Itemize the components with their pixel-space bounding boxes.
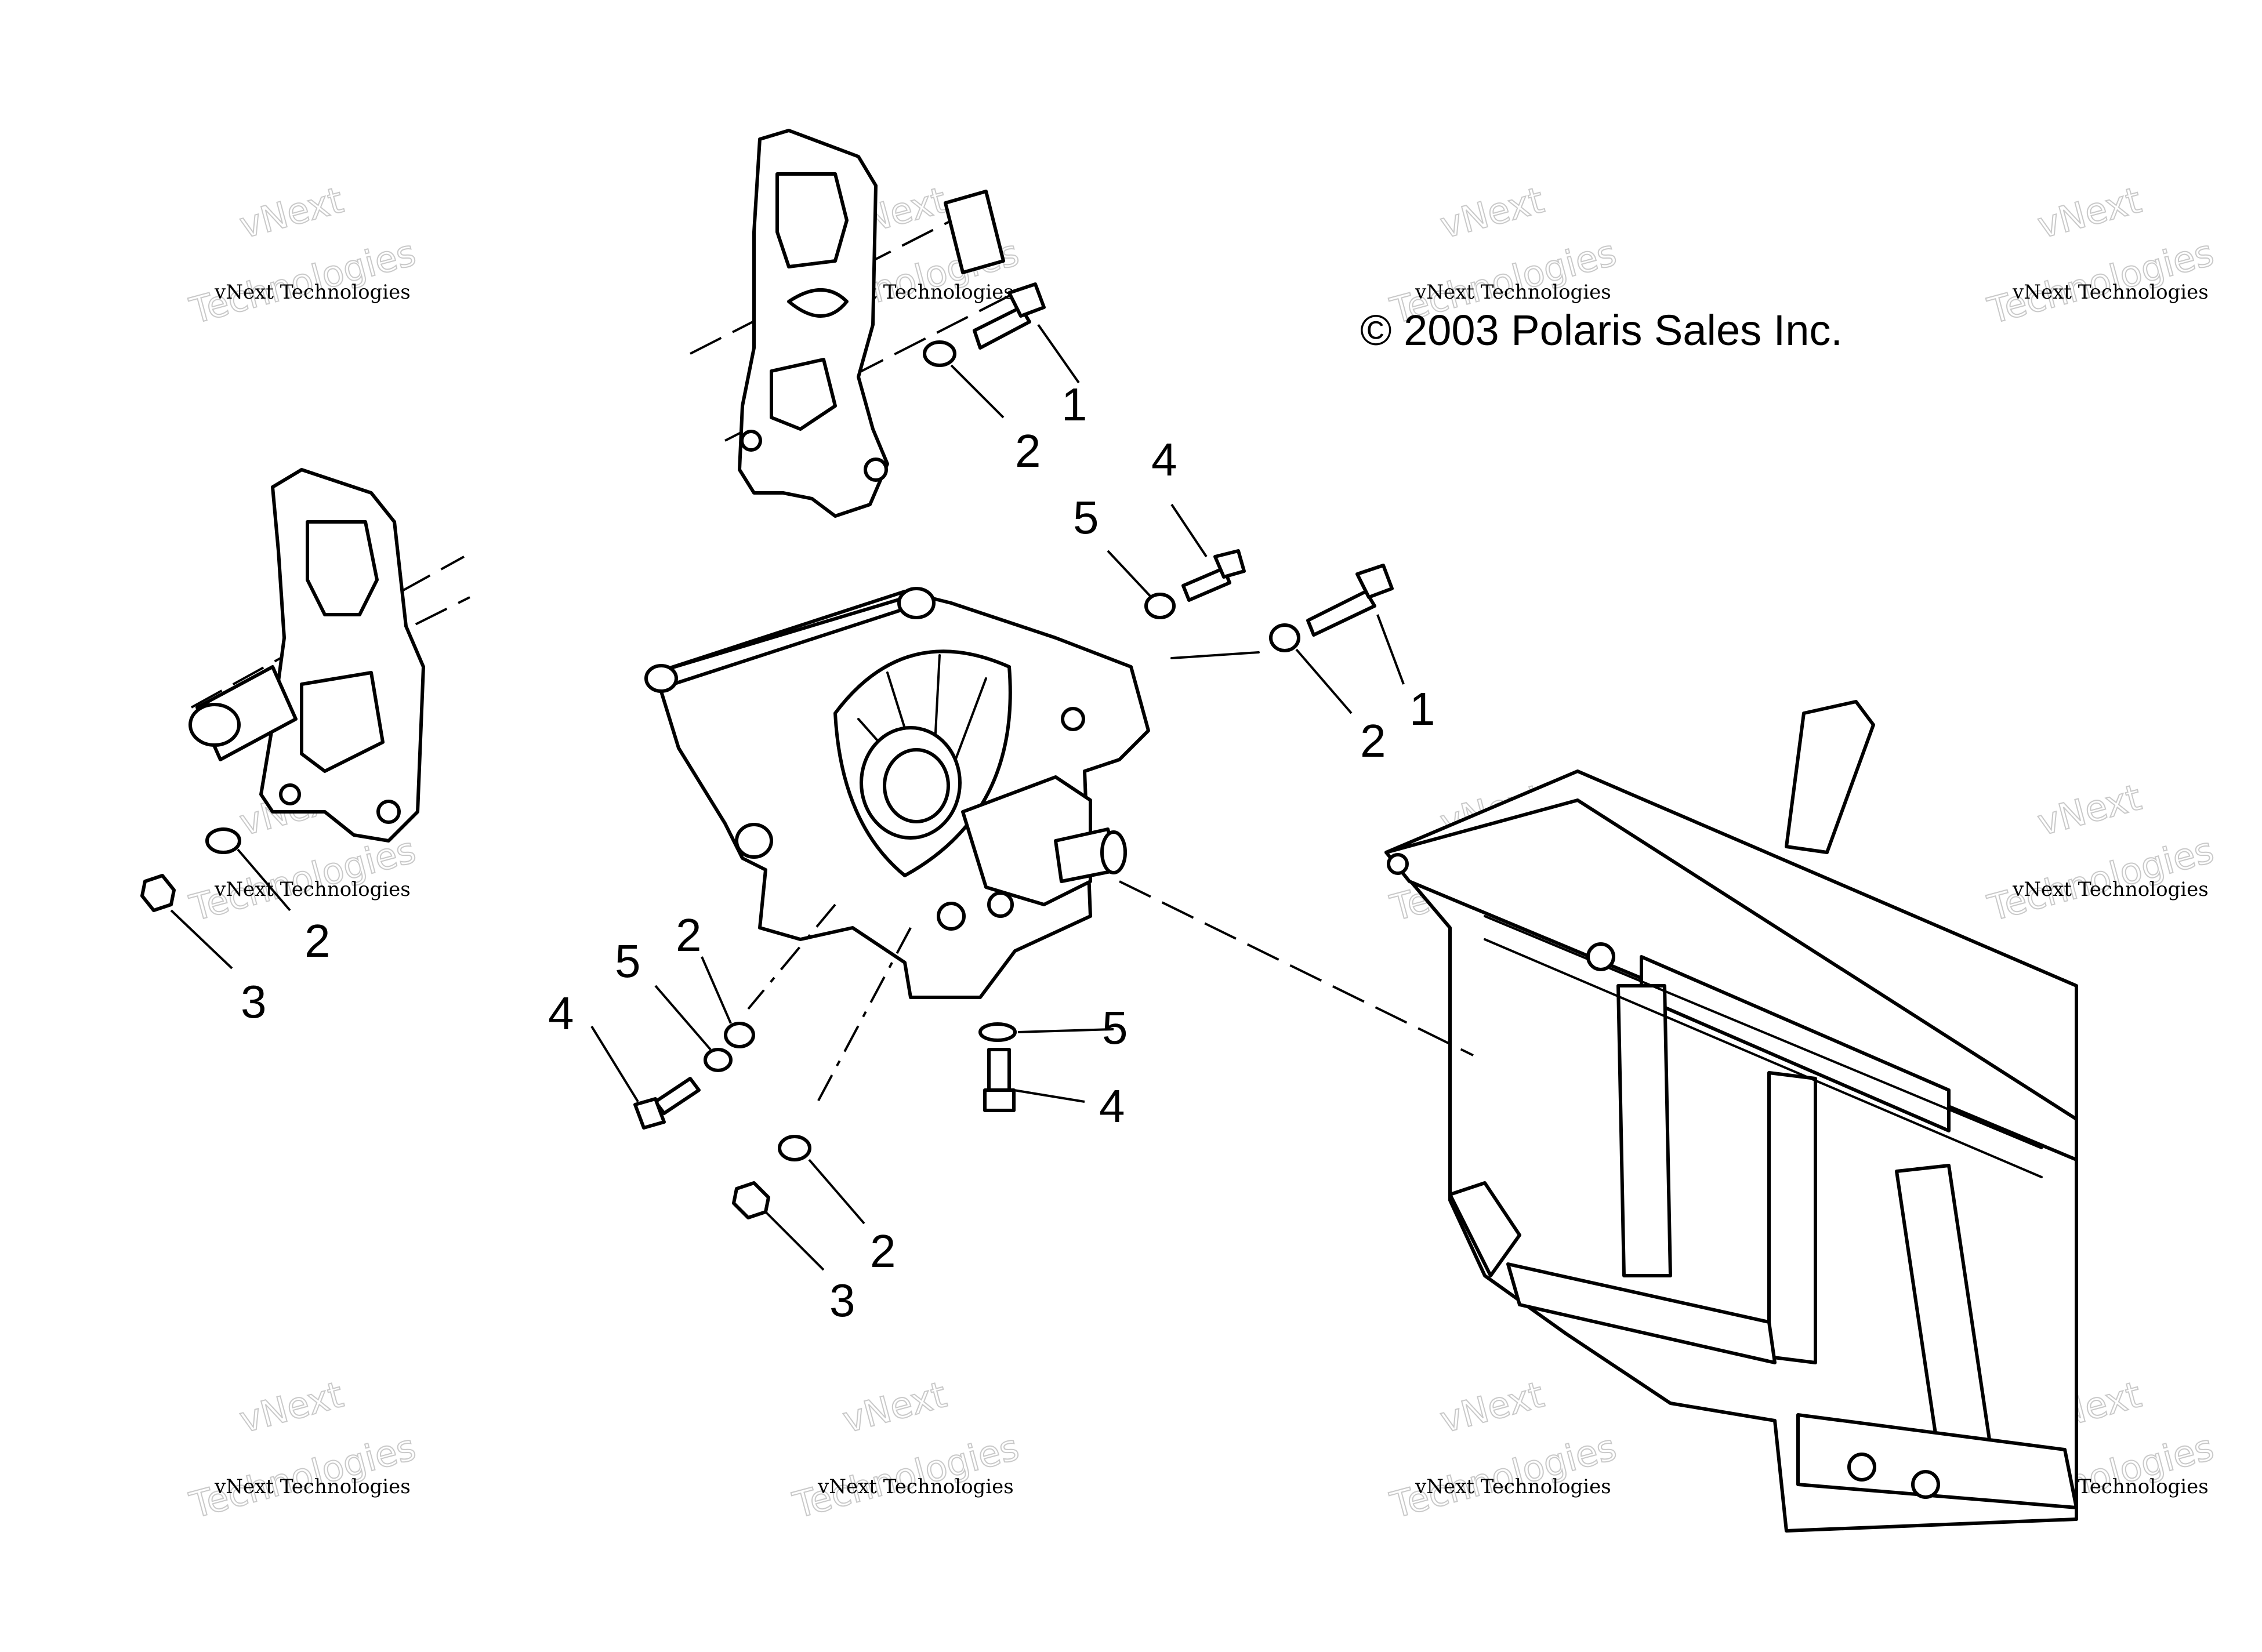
callout-label: 3 [829,1275,855,1326]
washer-2-left [205,827,241,854]
hardware [140,282,1394,1219]
callout-label: 5 [1073,492,1099,543]
watermark-small: vNext Technologies [2012,878,2209,901]
watermark-big-a: vNext [235,179,347,246]
callout-label: 2 [304,915,331,967]
watermark-tile: vNext Technologies vNext Technologies [788,1373,1024,1527]
washer-5-lower-left [704,1048,733,1072]
watermark-tile: vNext Technologies vNext Technologies [185,1373,421,1527]
washer-5-upper [1144,593,1176,619]
watermark-small: vNext Technologies [214,878,411,901]
upper-mount-bracket [690,129,1021,518]
callout-label: 2 [1015,425,1041,477]
bolt-4-lower-left [633,1077,701,1130]
washer-2-right [1269,623,1300,652]
callout-label: 2 [870,1225,896,1277]
callout-label: 1 [1061,379,1088,430]
watermark-small: vNext Technologies [214,1475,411,1498]
watermark-big-a: vNext [2033,179,2145,246]
watermark-small: vNext Technologies [214,281,411,304]
leader-lines [170,324,1405,1271]
washer-2-lower-left [724,1022,755,1048]
callout-numbers: 1 2 4 5 1 2 2 3 2 5 4 5 4 2 3 [241,379,1436,1326]
washer-5-center [978,1022,1017,1042]
washer-2-upper [923,340,956,367]
bolt-4-center [983,1048,1016,1112]
bolt-1-right [1306,564,1394,637]
watermark-small: vNext Technologies [817,1475,1014,1498]
watermark-big-a: vNext [838,1373,951,1441]
watermark-small: vNext Technologies [1415,1475,1611,1498]
watermark-big-a: vNext [235,1373,347,1441]
axis-dashdot-lower [817,927,912,1102]
watermark-tile: vNext Technologies vNext Technologies [1983,775,2219,930]
nut-3-left [140,874,176,912]
watermark-tile: vNext Technologies vNext Technologies [185,178,421,333]
watermark-big-a: vNext [2033,776,2145,844]
callout-label: 2 [676,909,702,961]
watermark-small: vNext Technologies [2012,281,2209,304]
bolt-1-upper [973,282,1046,350]
watermark-big-a: vNext [1436,1373,1548,1441]
callout-label: 2 [1360,715,1386,767]
watermark-small: vNext Technologies [1415,281,1611,304]
gearcase-housing [644,587,1150,999]
callout-label: 4 [548,987,574,1039]
watermark-tile: vNext Technologies vNext Technologies [1983,178,2219,333]
copyright-notice: © 2003 Polaris Sales Inc. [1360,306,1843,354]
washer-2-lower [778,1135,811,1161]
callout-label: 3 [241,976,267,1027]
callout-label: 5 [615,935,641,987]
callout-label: 4 [1099,1080,1125,1132]
callout-label: 1 [1409,683,1436,735]
callout-label: 4 [1151,434,1177,485]
watermark-big-a: vNext [1436,179,1548,246]
bolt-4-upper [1181,549,1246,602]
callout-label: 5 [1102,1002,1128,1054]
nut-3-lower [732,1181,770,1219]
axis-dashdot-left [747,903,836,1010]
axis-dash-right [1119,880,1474,1056]
watermark-tile: vNext Technologies vNext Technologies [1386,1373,1622,1527]
axis-line-upper-right [1170,651,1260,659]
left-mount-bracket [188,468,470,843]
vehicle-frame [1384,700,2078,1533]
